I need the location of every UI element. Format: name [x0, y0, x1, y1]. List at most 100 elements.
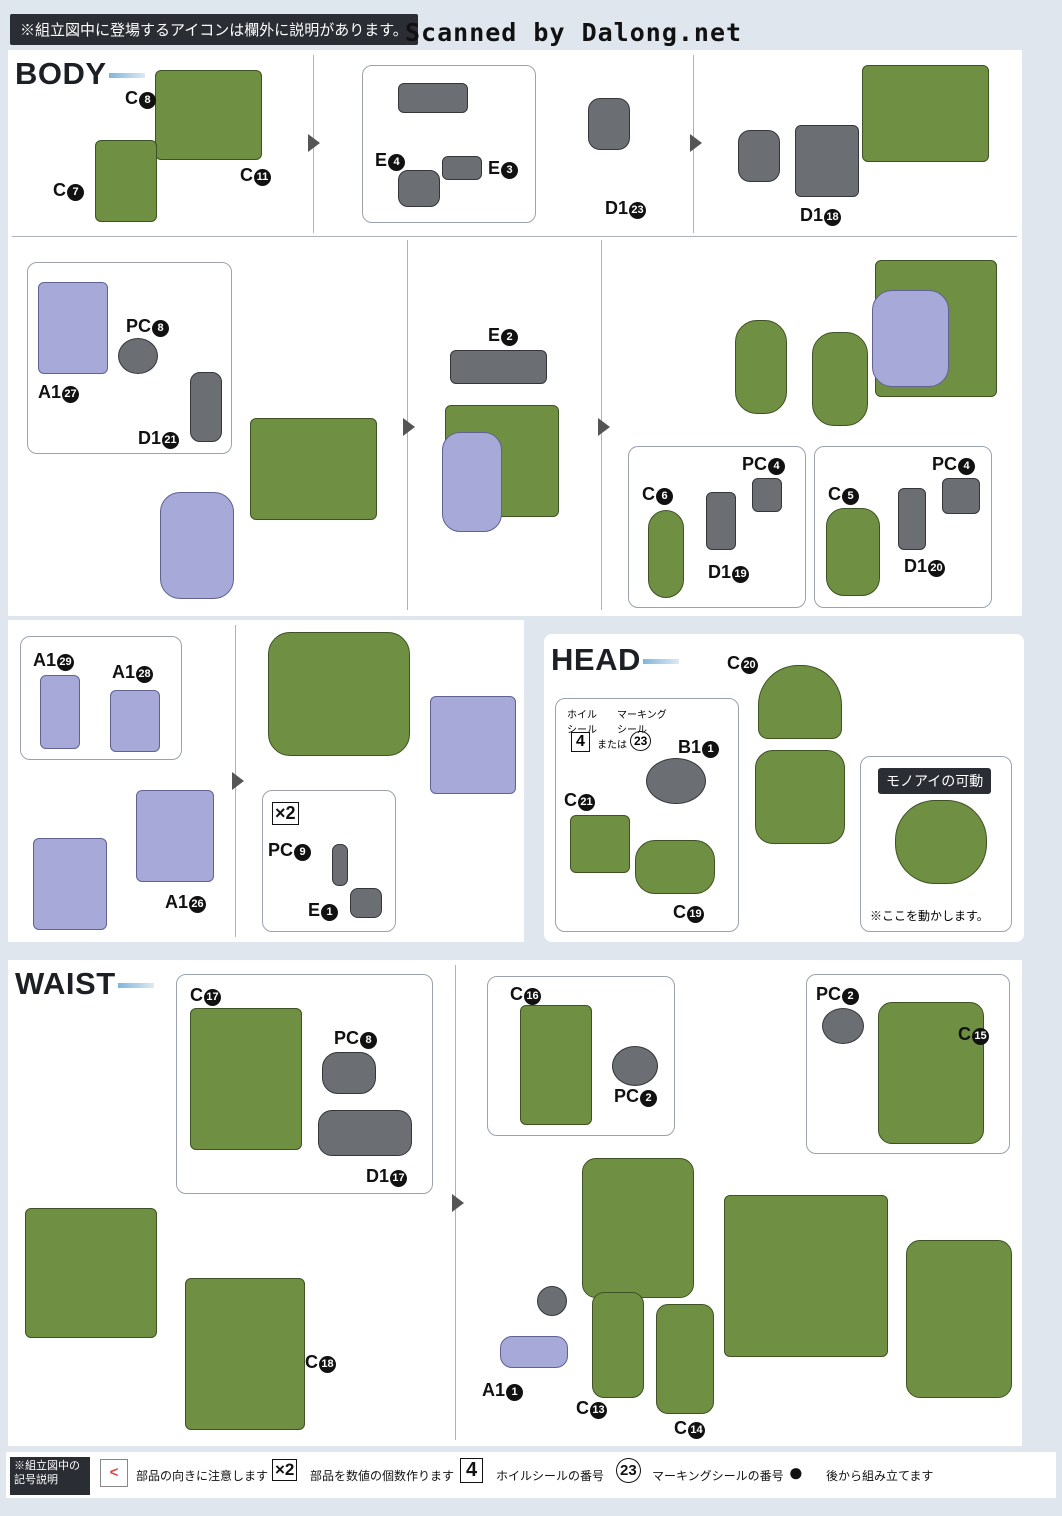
assemble-later-icon [537, 1286, 567, 1316]
section-title-body: BODY [15, 56, 145, 92]
marking-seal-label: マーキング シール [617, 710, 667, 736]
part-c13 [592, 1292, 644, 1398]
assemble-later-legend-icon: ● [788, 1457, 804, 1487]
part-e-detail [398, 83, 468, 113]
part-pc2b [822, 1008, 864, 1044]
part-c20 [758, 665, 842, 739]
part-d1-19 [706, 492, 736, 550]
part-d1-20 [898, 488, 926, 550]
wheel-seal-label: ホイル シール [567, 710, 597, 736]
orientation-icon: < [100, 1459, 128, 1487]
part-side-cover [430, 696, 516, 794]
step-arrow [308, 134, 320, 152]
part-d1-23 [588, 98, 630, 150]
part-c16 [520, 1005, 592, 1125]
wheel-seal-icon: 4 [460, 1458, 484, 1483]
legend-bar [6, 1452, 1056, 1498]
part-pc8 [118, 338, 158, 374]
part-a1-27 [38, 282, 108, 374]
legend-title: ※組立図中の記号説明 [10, 1457, 90, 1495]
part-waist-assembled [25, 1208, 157, 1338]
legend-item-marking-seal: 23 マーキングシールの番号 [614, 1455, 784, 1495]
label-x2: ×2 [272, 802, 299, 825]
part-c8 [155, 70, 262, 160]
part-a1-assembled [33, 838, 107, 930]
part-e3 [442, 156, 482, 180]
section-title-head: HEAD [551, 642, 679, 678]
part-e2 [450, 350, 547, 384]
marking-seal-number: 23 [630, 731, 652, 751]
monoeye-title: モノアイの可動 [878, 768, 992, 794]
legend-item-orientation: < 部品の向きに注意します [98, 1455, 268, 1495]
part-e-assembly [738, 130, 780, 182]
or-text: または [597, 740, 627, 751]
part-shoulder-left [735, 320, 787, 414]
legend-item-assemble-later: ● 後から組み立てます [788, 1457, 934, 1487]
part-d1-21 [190, 372, 222, 442]
part-c21 [570, 815, 630, 873]
part-pc8b [322, 1052, 376, 1094]
part-c17 [190, 1008, 302, 1150]
wheel-seal-number: 4 [571, 732, 590, 752]
part-c18 [185, 1278, 305, 1430]
monoeye-note: ※ここを動かします。 [870, 909, 989, 923]
part-e4 [398, 170, 440, 207]
part-a1-1 [500, 1336, 568, 1368]
part-c14 [656, 1304, 714, 1414]
step-arrow [403, 418, 415, 436]
part-waist-left-plate [582, 1158, 694, 1298]
part-body-chest [872, 290, 949, 387]
part-a1-28 [110, 690, 160, 752]
legend-item-wheel-seal: 4 ホイルシールの番号 [458, 1455, 608, 1495]
part-a1-26 [136, 790, 214, 882]
scanned-by-watermark: Scanned by Dalong.net [405, 18, 743, 47]
part-body-frame [862, 65, 989, 162]
part-c19 [635, 840, 715, 894]
multiply-icon: ×2 [272, 1459, 298, 1481]
part-monoeye [895, 800, 987, 884]
top-note: ※組立図中に登場するアイコンは欄外に説明があります。 [10, 14, 418, 45]
step-arrow [232, 772, 244, 790]
part-c7 [95, 140, 157, 222]
part-chest-cover [160, 492, 234, 599]
part-c5 [826, 508, 880, 596]
part-c6 [648, 510, 684, 598]
part-d1-17 [318, 1110, 412, 1156]
part-body-side [268, 632, 410, 756]
part-chest-front [442, 432, 502, 532]
part-d1-18 [795, 125, 859, 197]
part-e1 [350, 888, 382, 918]
part-pc9 [332, 844, 348, 886]
marking-seal-icon: 23 [616, 1458, 641, 1483]
part-c15 [878, 1002, 984, 1144]
part-waist-right-plate [906, 1240, 1012, 1398]
legend-item-multiple: ×2 部品を数値の個数作ります [270, 1455, 454, 1495]
